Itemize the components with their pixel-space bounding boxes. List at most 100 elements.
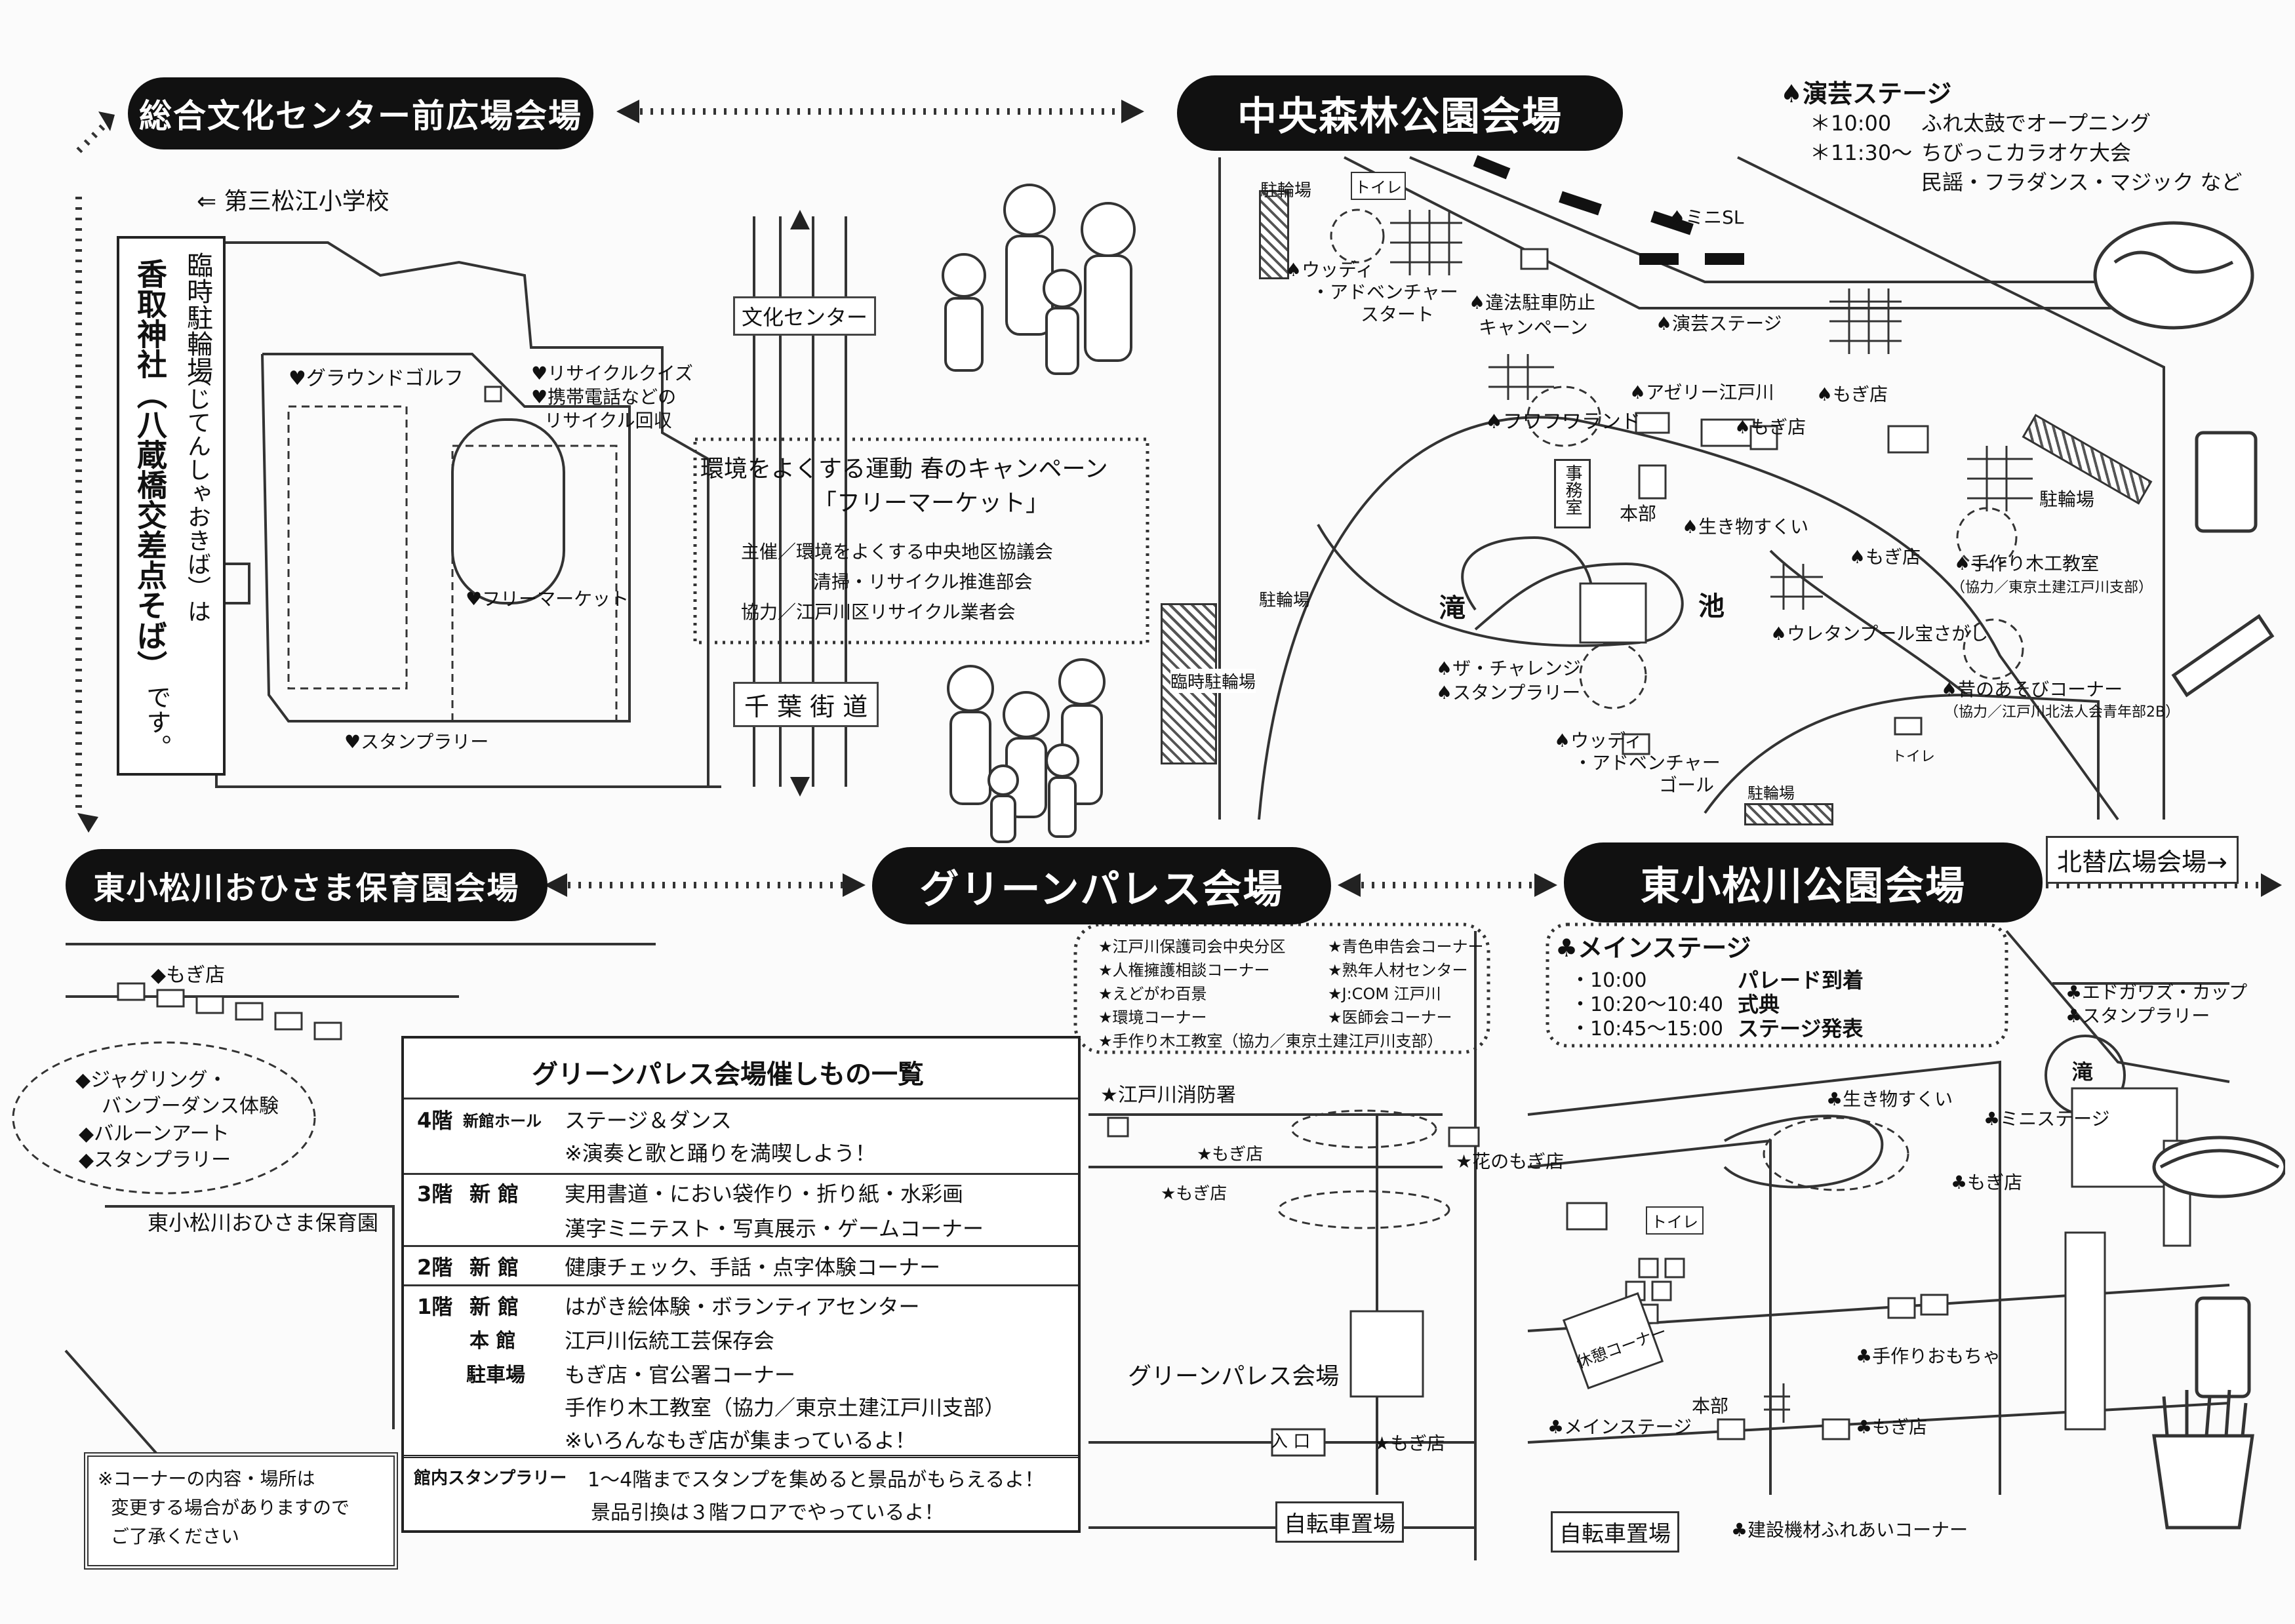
chuo-toilet-1: トイレ: [1351, 172, 1406, 200]
row4-item-2: ※演奏と歌と踊りを満喫しよう！: [565, 1141, 876, 1166]
chuo-engei-label: ♠演芸ステージ: [1656, 313, 1782, 334]
venue-green: グリーンパレス会場: [872, 847, 1331, 924]
ikimono-label: ♠生き物すくい: [1682, 516, 1809, 538]
green-mogi-1: ★もぎ店: [1197, 1145, 1264, 1164]
parking-item-2: 手作り木工教室（協力／東京土建江戸川支部）: [565, 1395, 1006, 1420]
hoikuen-event-4: ◆スタンプラリー: [79, 1149, 231, 1172]
green-mogi-3: ★もぎ店: [1374, 1433, 1446, 1454]
fuwafuwa-label: ♠フワフワランド: [1485, 410, 1641, 433]
corner-left-3: ★えどがわ百景: [1098, 985, 1207, 1003]
program-title: グリーンパレス会場催しもの一覧: [532, 1060, 924, 1090]
woody-goal-2: ・アドベンチャー: [1574, 752, 1721, 774]
office-box: [1554, 459, 1591, 528]
row3-item-2: 漢字ミニテスト・写真展示・ゲームコーナー: [565, 1216, 984, 1241]
challenge-2: ♠スタンプラリー: [1436, 682, 1581, 703]
chuo-parking-2: 駐輪場: [2039, 488, 2095, 510]
green-mogi-2: ★もぎ店: [1161, 1184, 1227, 1204]
stage-line-2-text: ちびっこカラオケ大会: [1921, 140, 2132, 165]
stage-line-2-time: ＊11:30〜: [1810, 140, 1913, 165]
chuo-parking-1: 駐輪場: [1260, 181, 1312, 201]
parking-hatch: [1259, 190, 1289, 279]
row4-floor: 4階: [417, 1108, 453, 1133]
parking-item-3: ※いろんなもぎ店が集まっているよ！: [565, 1428, 916, 1453]
hoikuen-event-1: ◆ジャグリング・: [75, 1069, 228, 1092]
food-illustrations: [2093, 221, 2285, 1530]
stamp-rally-in-hall: 館内スタンプラリー: [414, 1469, 567, 1488]
row1-wing: 新 館: [469, 1294, 519, 1319]
honbu-label: 本部: [1620, 503, 1657, 525]
flea-market-label: ♥フリーマーケット: [466, 588, 629, 610]
corner-right-1: ★青色申告会コーナー: [1328, 938, 1484, 956]
notice-box: ※コーナーの内容・場所は 変更する場合がありますので ご了承ください: [84, 1452, 398, 1570]
north-venue-link[interactable]: 北替広場会場→: [2046, 836, 2239, 884]
rinji-parking: 臨時駐輪場: [1170, 669, 1256, 693]
family-illustration-top: [942, 184, 1136, 375]
venue-hoikuen: 東小松川おひさま保育園会場: [66, 849, 548, 921]
tezukuri-sub: （協力／東京土建江戸川支部）: [1951, 580, 2153, 596]
chuo-parking-3: 駐輪場: [1259, 591, 1311, 610]
chuo-toilet-2: トイレ: [1892, 749, 1936, 765]
entrance-label: 入 口: [1271, 1432, 1311, 1452]
recycle-label-2: ♥携帯電話などの: [531, 386, 677, 408]
row4-item-1: ステージ＆ダンス: [565, 1108, 732, 1133]
corner-left-4: ★環境コーナー: [1098, 1008, 1207, 1027]
chuo-mogi-2: ♠もぎ店: [1734, 416, 1806, 438]
corner-left-1: ★江戸川保護司会中央分区: [1098, 938, 1286, 956]
recycle-label-1: ♥リサイクルクイズ: [531, 363, 693, 384]
hoikuen-event-2: バンブーダンス体験: [102, 1095, 279, 1118]
corner-left-5: ★手作り木工教室（協力／東京土建江戸川支部）: [1098, 1032, 1443, 1050]
stage-line-3-text: 民謡・フラダンス・マジック など: [1921, 170, 2243, 195]
row3-wing: 新 館: [469, 1181, 519, 1206]
family-illustration-bottom: [947, 658, 1106, 843]
ground-golf-label: ♥グラウンドゴルフ: [289, 367, 464, 390]
parking-item-1: もぎ店・官公署コーナー: [565, 1362, 796, 1387]
chuo-parking-4: 駐輪場: [1747, 784, 1795, 802]
edogawas-cup: ♣エドガワズ・カップ: [2066, 981, 2248, 1003]
hoikuen-name: 東小松川おひさま保育園: [148, 1210, 379, 1235]
koen-main-stage: ♣メインステージ: [1547, 1416, 1692, 1438]
hoikuen-mogi: ◆もぎ店: [151, 964, 226, 987]
chuo-taki: 滝: [1439, 593, 1466, 624]
tezukuri-omocha: ♣手作りおもちゃ: [1856, 1345, 2001, 1367]
row2-floor: 2階: [417, 1255, 453, 1280]
tezukuri-label: ♠手作り木工教室: [1954, 553, 2100, 574]
schedule-3-text: ステージ発表: [1738, 1016, 1864, 1041]
campaign-box: 環境をよくする運動 春のキャンペーン 「フリーマーケット」 主催／環境をよくする…: [695, 439, 1148, 643]
schedule-3-time: ・10:45〜15:00: [1570, 1018, 1723, 1040]
hoikuen-event-3: ◆バルーンアート: [79, 1122, 230, 1145]
engei-stage-title: ♠演芸ステージ: [1780, 79, 1952, 108]
notice-line-3: ご了承ください: [111, 1526, 240, 1547]
parking-note-line-3: 香取神社（八蔵橋交差点そば）: [132, 258, 168, 681]
kensetsu-label: ♣建設機材ふれあいコーナー: [1731, 1519, 1968, 1541]
parking-hatch: [1744, 803, 1833, 825]
schedule-1-text: パレード到着: [1738, 968, 1864, 993]
venue-chuo: 中央森林公園会場: [1177, 75, 1623, 151]
fire-station-label: ★江戸川消防署: [1100, 1084, 1236, 1107]
campaign-subtitle: 「フリーマーケット」: [813, 490, 1050, 517]
corner-right-2: ★熟年人材センター: [1328, 961, 1468, 980]
schedule-2-time: ・10:20〜10:40: [1570, 993, 1723, 1016]
stage-line-1-text: ふれ太鼓でオープニング: [1921, 111, 2151, 136]
bunka-center-label: 文化センター: [733, 296, 877, 336]
row1-item-1: はがき絵体験・ボランティアセンター: [565, 1294, 920, 1319]
chuo-mogi-3: ♠もぎ店: [1849, 546, 1921, 568]
ihou-label-2: キャンペーン: [1479, 317, 1588, 338]
notice-line-2: 変更する場合がありますので: [111, 1497, 350, 1518]
office-label: 事務室: [1563, 464, 1582, 515]
parking-wing: 駐車場: [466, 1364, 525, 1387]
koen-taki: 滝: [2072, 1060, 2094, 1084]
campaign-line-3: 協力／江戸川区リサイクル業者会: [741, 601, 1016, 623]
stamp-line-2: 景品引換は３階フロアでやっているよ！: [591, 1501, 944, 1524]
corner-right-3: ★J:COM 江戸川: [1328, 985, 1441, 1003]
mukashi-label: ♠昔のあそびコーナー: [1941, 679, 2123, 700]
parking-note-line-2: （じてんしゃおきば）は: [184, 363, 210, 623]
koen-stamp-rally: ♣スタンプラリー: [2066, 1005, 2210, 1027]
woody-goal-1: ♠ウッディ: [1554, 730, 1643, 751]
koen-mogi-1: ♣もぎ店: [1951, 1172, 2023, 1193]
corner-left-2: ★人権擁護相談コーナー: [1098, 961, 1270, 980]
school-label: ⇐ 第三松江小学校: [197, 188, 389, 215]
campaign-title: 環境をよくする運動 春のキャンペーン: [700, 456, 1108, 483]
row3-item-1: 実用書道・におい袋作り・折り紙・水彩画: [565, 1181, 964, 1206]
schedule-2-text: 式典: [1738, 992, 1780, 1017]
